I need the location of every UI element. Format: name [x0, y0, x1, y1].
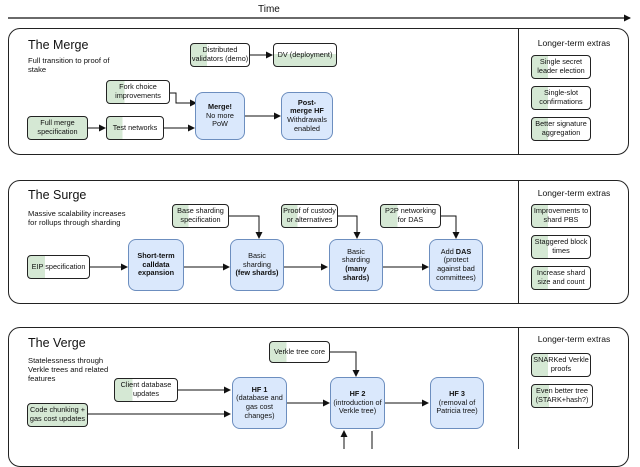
verge-title: The Verge	[28, 336, 86, 350]
surge-extra-shard-size: Increase shard size and count	[531, 266, 591, 290]
dv-deployment-box: DV (deployment)	[273, 43, 337, 67]
surge-description: Massive scalability increases for rollup…	[28, 209, 126, 227]
hf2-box: HF 2 (introduction of Verkle tree)	[330, 377, 385, 429]
p2p-das-box: P2P networking for DAS	[380, 204, 441, 228]
basic-few-label: Basic sharding	[243, 251, 271, 269]
verge-extra-snarked: SNARKed Verkle proofs	[531, 353, 591, 377]
basic-many-label: Basic sharding	[342, 246, 370, 265]
verge-extra-better-tree: Even better tree (STARK+hash?)	[531, 384, 593, 408]
merge-extra-ssc: Single-slot confirmations	[531, 86, 591, 110]
code-chunking-box: Code chunking + gas cost updates	[27, 403, 88, 427]
basic-sharding-many-box: Basic sharding (many shards)	[329, 239, 383, 291]
merge-title: The Merge	[28, 38, 89, 52]
surge-title: The Surge	[28, 188, 87, 202]
merge-box: Merge! No more PoW	[195, 92, 245, 140]
full-merge-spec-box: Full merge specification	[27, 116, 88, 140]
basic-many-bold: (many shards)	[342, 264, 370, 282]
merge-box-subtitle: No more PoW	[206, 110, 234, 129]
merge-extra-ssle: Single secret leader election	[531, 55, 591, 79]
surge-extras-title: Longer-term extras	[537, 188, 611, 198]
surge-section	[8, 180, 629, 304]
surge-extra-staggered: Staggered block times	[531, 235, 591, 259]
surge-divider	[518, 180, 519, 304]
add-das-bold: DAS	[455, 246, 472, 256]
hf2-title: HF 2	[349, 389, 366, 399]
short-term-calldata-label: Short-term calldata expansion	[137, 251, 175, 278]
distributed-validators-box: Distributed validators (demo)	[190, 43, 250, 67]
post-merge-title: Post-merge HF	[290, 97, 324, 116]
merge-box-title: Merge!	[208, 102, 232, 112]
verkle-tree-core-box: Verkle tree core	[269, 341, 330, 363]
basic-few-bold: (few shards)	[235, 268, 279, 278]
fork-choice-box: Fork choice improvements	[106, 80, 170, 104]
proof-of-custody-box: Proof of custody or alternatives	[281, 204, 338, 228]
verge-divider	[518, 327, 519, 449]
hf2-subtitle: (introduction of Verkle tree)	[333, 397, 382, 416]
surge-extra-shard-pbs: Improvements to shard PBS	[531, 204, 591, 228]
hf1-title: HF 1	[251, 384, 268, 394]
eip-spec-box: EIP specification	[27, 255, 90, 279]
merge-extra-aggregation: Better signature aggregation	[531, 117, 591, 141]
time-label: Time	[258, 4, 280, 15]
basic-sharding-few-box: Basic sharding (few shards)	[230, 239, 284, 291]
hf1-box: HF 1 (database and gas cost changes)	[232, 377, 287, 429]
verge-extras-title: Longer-term extras	[537, 334, 611, 344]
merge-extras-title: Longer-term extras	[537, 38, 611, 48]
hf1-subtitle: (database and gas cost changes)	[236, 393, 283, 420]
add-das-subtitle: (protect against bad committees)	[436, 255, 476, 282]
base-sharding-spec-box: Base sharding specification	[172, 204, 229, 228]
short-term-calldata-box: Short-term calldata expansion	[128, 239, 184, 291]
client-db-updates-box: Client database updates	[114, 378, 178, 402]
add-das-box: Add DAS (protect against bad committees)	[429, 239, 483, 291]
merge-description: Full transition to proof of stake	[28, 56, 110, 74]
test-networks-box: Test networks	[106, 116, 164, 140]
hf3-box: HF 3 (removal of Patricia tree)	[430, 377, 484, 429]
add-das-prefix: Add	[440, 246, 454, 256]
hf3-title: HF 3	[449, 389, 465, 399]
hf3-subtitle: (removal of Patricia tree)	[436, 397, 478, 416]
post-merge-subtitle: Withdrawals enabled	[287, 115, 327, 133]
post-merge-hf-box: Post-merge HF Withdrawals enabled	[281, 92, 333, 140]
verge-description: Statelessness through Verkle trees and r…	[28, 356, 109, 383]
merge-divider	[518, 28, 519, 155]
